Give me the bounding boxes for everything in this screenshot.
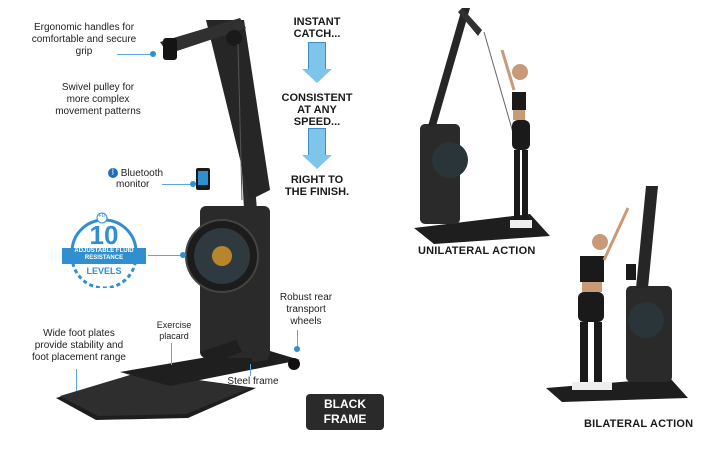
- sequence-step1: INSTANT CATCH...: [293, 16, 341, 40]
- pulley-callout: Swivel pulley for more complex movement …: [55, 82, 141, 117]
- tank-dot: [180, 252, 186, 258]
- placard-callout: Exercise placard: [156, 320, 192, 341]
- wheels-leader: [297, 330, 298, 350]
- down-arrow-icon: [302, 128, 332, 169]
- handles-callout: Ergonomic handles for comfortable and se…: [31, 22, 137, 57]
- usage-photos: [414, 8, 688, 402]
- monitor-label: monitor: [116, 179, 150, 190]
- sequence-step2: CONSISTENT AT ANY SPEED...: [281, 92, 353, 128]
- footplate-leader: [76, 369, 77, 391]
- handles-dot: [150, 51, 156, 57]
- steel-frame-callout: Steel frame: [227, 376, 279, 387]
- footplates-callout: Wide foot plates provide stability and f…: [32, 328, 126, 363]
- badge-line1: ADJUSTABLE FLUID: [74, 248, 134, 254]
- handles-leader: [117, 54, 153, 55]
- wheels-dot: [294, 346, 300, 352]
- bluetooth-icon: ᛒ: [108, 168, 118, 179]
- bluetooth-callout: ᛒ Bluetooth monitor: [108, 168, 163, 190]
- badge-line2: RESISTANCE: [84, 255, 124, 261]
- sequence-step3: RIGHT TO THE FINISH.: [284, 174, 350, 198]
- frame-badge-line2: FRAME: [323, 412, 367, 426]
- badge-number: 10: [89, 220, 119, 250]
- placard-leader: [171, 343, 172, 365]
- bluetooth-label: Bluetooth: [120, 168, 164, 179]
- black-frame-badge: BLACK FRAME: [306, 394, 384, 430]
- monitor-dot: [190, 181, 196, 187]
- badge-mark: FD: [98, 213, 106, 219]
- frame-leader: [250, 364, 251, 376]
- badge-line3: LEVELS: [86, 266, 122, 276]
- monitor-leader: [162, 184, 192, 185]
- wheels-callout: Robust rear transport wheels: [279, 292, 333, 327]
- bilateral-action-label: BILATERAL ACTION: [584, 418, 694, 430]
- frame-badge-line1: BLACK: [324, 397, 366, 411]
- badge-band: ADJUSTABLE FLUID RESISTANCE: [62, 248, 146, 264]
- resistance-badge: FD 10 ADJUSTABLE FLUID RESISTANCE LEVELS: [62, 212, 146, 290]
- unilateral-action-label: UNILATERAL ACTION: [418, 245, 536, 257]
- tank-leader: [148, 255, 182, 256]
- down-arrow-icon: [302, 42, 332, 83]
